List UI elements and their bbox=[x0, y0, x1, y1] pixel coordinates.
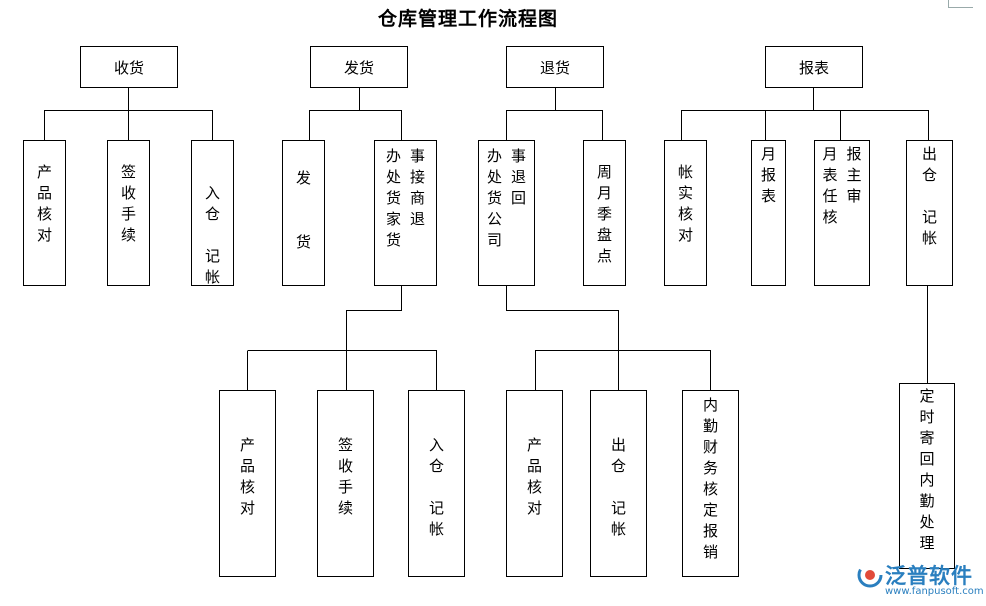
ship-label: 发货 bbox=[343, 58, 374, 77]
connector-return bbox=[506, 88, 603, 140]
inventory-box: 周 月 季 盘 点 bbox=[583, 140, 626, 286]
mail-back-box: 定 时 寄 回 内 勤 处 理 bbox=[899, 383, 955, 569]
stock-out-text: 出 仓 记 帐 bbox=[921, 145, 937, 247]
account-check-box: 帐 实 核 对 bbox=[664, 140, 707, 286]
supervisor-review-col1: 报 主 审 bbox=[846, 145, 862, 205]
finance-box: 内 勤 财 务 核 定 报 销 bbox=[682, 390, 739, 577]
page-title: 仓库管理工作流程图 bbox=[377, 8, 558, 30]
receive-sign-box: 签 收 手 续 bbox=[107, 140, 150, 286]
brand-logo: 泛普软件 www.fanpusoft.com bbox=[857, 560, 984, 602]
supervisor-review-box: 报 主 审 月 表 任 核 bbox=[814, 140, 870, 286]
company-return-box: 事 退 回 办 处 货 公 司 bbox=[478, 140, 535, 286]
connector-merchant-return bbox=[247, 285, 437, 390]
receive-verify-text: 产 品 核 对 bbox=[36, 163, 52, 244]
company-verify-box: 产 品 核 对 bbox=[506, 390, 563, 577]
receive-sign-text: 签 收 手 续 bbox=[120, 163, 136, 244]
company-stock-out-box: 出 仓 记 帐 bbox=[590, 390, 647, 577]
ship-out-text: 发 货 bbox=[295, 169, 311, 251]
brand-swirl-icon bbox=[857, 562, 883, 588]
connector-ship bbox=[309, 88, 402, 140]
receive-box: 收货 bbox=[80, 46, 178, 88]
brand-url: www.fanpusoft.com bbox=[885, 586, 984, 597]
account-check-text: 帐 实 核 对 bbox=[677, 163, 693, 244]
ship-box: 发货 bbox=[310, 46, 408, 88]
company-stock-out-text: 出 仓 记 帐 bbox=[610, 436, 626, 538]
return-label: 退货 bbox=[539, 58, 570, 77]
receive-label: 收货 bbox=[113, 58, 144, 77]
company-verify-text: 产 品 核 对 bbox=[526, 436, 542, 517]
mail-back-text: 定 时 寄 回 内 勤 处 理 bbox=[919, 387, 935, 552]
report-box: 报表 bbox=[765, 46, 863, 88]
connector-receive bbox=[44, 88, 213, 140]
supervisor-review-col2: 月 表 任 核 bbox=[822, 145, 838, 226]
finance-text: 内 勤 财 务 核 定 报 销 bbox=[702, 396, 718, 561]
page-corner-mark bbox=[948, 0, 973, 8]
merchant-stock-in-box: 入 仓 记 帐 bbox=[408, 390, 465, 577]
connector-company-return bbox=[506, 285, 711, 390]
merchant-sign-text: 签 收 手 续 bbox=[337, 436, 353, 517]
receive-stock-in-box: 入 仓 记 帐 bbox=[191, 140, 234, 286]
monthly-report-text: 月 报 表 bbox=[760, 145, 776, 205]
receive-stock-in-text: 入 仓 记 帐 bbox=[204, 184, 220, 286]
stock-out-box: 出 仓 记 帐 bbox=[906, 140, 953, 286]
merchant-return-box: 事 接 商 退 办 处 货 家 货 bbox=[374, 140, 437, 286]
report-label: 报表 bbox=[798, 58, 829, 77]
connector-report bbox=[681, 88, 929, 140]
return-box: 退货 bbox=[506, 46, 604, 88]
monthly-report-box: 月 报 表 bbox=[751, 140, 786, 286]
receive-verify-box: 产 品 核 对 bbox=[23, 140, 66, 286]
merchant-verify-box: 产 品 核 对 bbox=[219, 390, 276, 577]
merchant-stock-in-text: 入 仓 记 帐 bbox=[428, 436, 444, 538]
ship-out-box: 发 货 bbox=[282, 140, 325, 286]
merchant-sign-box: 签 收 手 续 bbox=[317, 390, 374, 577]
company-return-col1: 事 退 回 bbox=[510, 147, 526, 207]
brand-name: 泛普软件 bbox=[885, 564, 973, 588]
inventory-text: 周 月 季 盘 点 bbox=[596, 163, 612, 265]
company-return-col2: 办 处 货 公 司 bbox=[486, 147, 502, 249]
merchant-return-col2: 办 处 货 家 货 bbox=[385, 147, 401, 249]
merchant-return-col1: 事 接 商 退 bbox=[409, 147, 425, 228]
merchant-verify-text: 产 品 核 对 bbox=[239, 436, 255, 517]
